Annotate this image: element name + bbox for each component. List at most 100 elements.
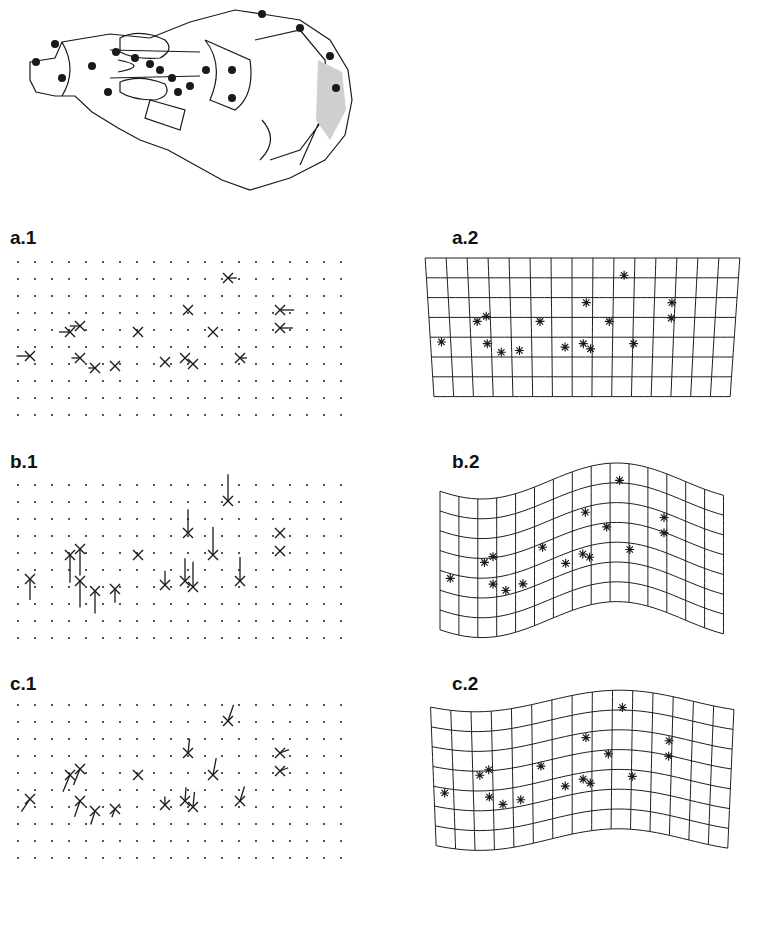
grid-dot bbox=[153, 518, 155, 520]
displacement-vector bbox=[185, 787, 186, 801]
grid-dot bbox=[153, 535, 155, 537]
grid-dot bbox=[289, 823, 291, 825]
grid-dot bbox=[187, 620, 189, 622]
grid-dot bbox=[102, 789, 104, 791]
grid-dot bbox=[238, 806, 240, 808]
grid-dot bbox=[289, 552, 291, 554]
grid-dot bbox=[323, 586, 325, 588]
grid-dot bbox=[119, 295, 121, 297]
grid-line bbox=[728, 710, 734, 849]
grid-dot bbox=[136, 637, 138, 639]
grid-dot bbox=[272, 518, 274, 520]
grid-dot bbox=[323, 603, 325, 605]
grid-dot bbox=[323, 755, 325, 757]
grid-dot bbox=[204, 414, 206, 416]
grid-dot bbox=[323, 772, 325, 774]
grid-dot bbox=[51, 295, 53, 297]
grid-line bbox=[532, 705, 534, 844]
grid-dot bbox=[119, 535, 121, 537]
grid-dot bbox=[323, 738, 325, 740]
grid-dot bbox=[204, 329, 206, 331]
grid-dot bbox=[102, 414, 104, 416]
grid-dot bbox=[136, 840, 138, 842]
grid-dot bbox=[323, 261, 325, 263]
grid-dot bbox=[221, 380, 223, 382]
grid-dot bbox=[17, 329, 19, 331]
grid-dot bbox=[170, 295, 172, 297]
grid-dot bbox=[289, 278, 291, 280]
landmark-asterisk bbox=[579, 775, 588, 784]
grid-dot bbox=[187, 823, 189, 825]
grid-dot bbox=[204, 518, 206, 520]
grid-dot bbox=[153, 501, 155, 503]
grid-dot bbox=[221, 620, 223, 622]
landmark-cross bbox=[223, 716, 233, 726]
grid-dot bbox=[119, 789, 121, 791]
panel-label: a.1 bbox=[10, 228, 36, 247]
grid-dot bbox=[17, 772, 19, 774]
landmark-asterisk bbox=[581, 508, 590, 517]
grid-line bbox=[572, 695, 573, 834]
landmark-asterisk bbox=[538, 543, 547, 552]
grid-dot bbox=[153, 738, 155, 740]
grid-dot bbox=[187, 755, 189, 757]
grid-dot bbox=[51, 721, 53, 723]
grid-dot bbox=[102, 295, 104, 297]
grid-dot bbox=[17, 414, 19, 416]
landmark-panel bbox=[17, 474, 342, 639]
grid-dot bbox=[68, 738, 70, 740]
grid-dot bbox=[153, 397, 155, 399]
grid-dot bbox=[17, 738, 19, 740]
grid-dot bbox=[238, 518, 240, 520]
landmark-asterisk bbox=[620, 271, 629, 280]
grid-dot bbox=[153, 721, 155, 723]
grid-dot bbox=[340, 552, 342, 554]
grid-dot bbox=[102, 806, 104, 808]
grid-line bbox=[426, 277, 738, 278]
grid-dot bbox=[119, 552, 121, 554]
grid-dot bbox=[255, 363, 257, 365]
landmark-asterisk bbox=[602, 522, 611, 531]
landmark-asterisk bbox=[498, 800, 507, 809]
grid-dot bbox=[17, 806, 19, 808]
grid-dot bbox=[204, 806, 206, 808]
grid-dot bbox=[289, 329, 291, 331]
grid-dot bbox=[306, 569, 308, 571]
grid-dot bbox=[340, 414, 342, 416]
landmark-asterisk bbox=[586, 344, 595, 353]
grid-dot bbox=[255, 397, 257, 399]
landmark-asterisk bbox=[579, 339, 588, 348]
grid-dot bbox=[340, 620, 342, 622]
grid-dot bbox=[306, 738, 308, 740]
grid-dot bbox=[136, 586, 138, 588]
grid-dot bbox=[51, 603, 53, 605]
grid-dot bbox=[221, 312, 223, 314]
grid-dot bbox=[306, 397, 308, 399]
grid-dot bbox=[170, 603, 172, 605]
grid-dot bbox=[204, 535, 206, 537]
landmark-dot bbox=[88, 62, 96, 70]
grid-dot bbox=[51, 518, 53, 520]
grid-dot bbox=[323, 857, 325, 859]
grid-dot bbox=[51, 806, 53, 808]
grid-dot bbox=[340, 397, 342, 399]
grid-dot bbox=[51, 738, 53, 740]
landmark-asterisk bbox=[585, 553, 594, 562]
grid-dot bbox=[289, 755, 291, 757]
grid-dot bbox=[68, 789, 70, 791]
grid-dot bbox=[34, 772, 36, 774]
grid-dot bbox=[68, 603, 70, 605]
grid-dot bbox=[238, 329, 240, 331]
grid-dot bbox=[289, 840, 291, 842]
grid-dot bbox=[68, 295, 70, 297]
grid-line bbox=[431, 357, 732, 358]
displacement-vector bbox=[184, 558, 185, 581]
grid-line bbox=[433, 376, 732, 377]
grid-dot bbox=[170, 704, 172, 706]
grid-dot bbox=[68, 484, 70, 486]
grid-line bbox=[572, 472, 573, 611]
grid-dot bbox=[85, 414, 87, 416]
landmark-asterisk bbox=[446, 574, 455, 583]
grid-dot bbox=[34, 586, 36, 588]
